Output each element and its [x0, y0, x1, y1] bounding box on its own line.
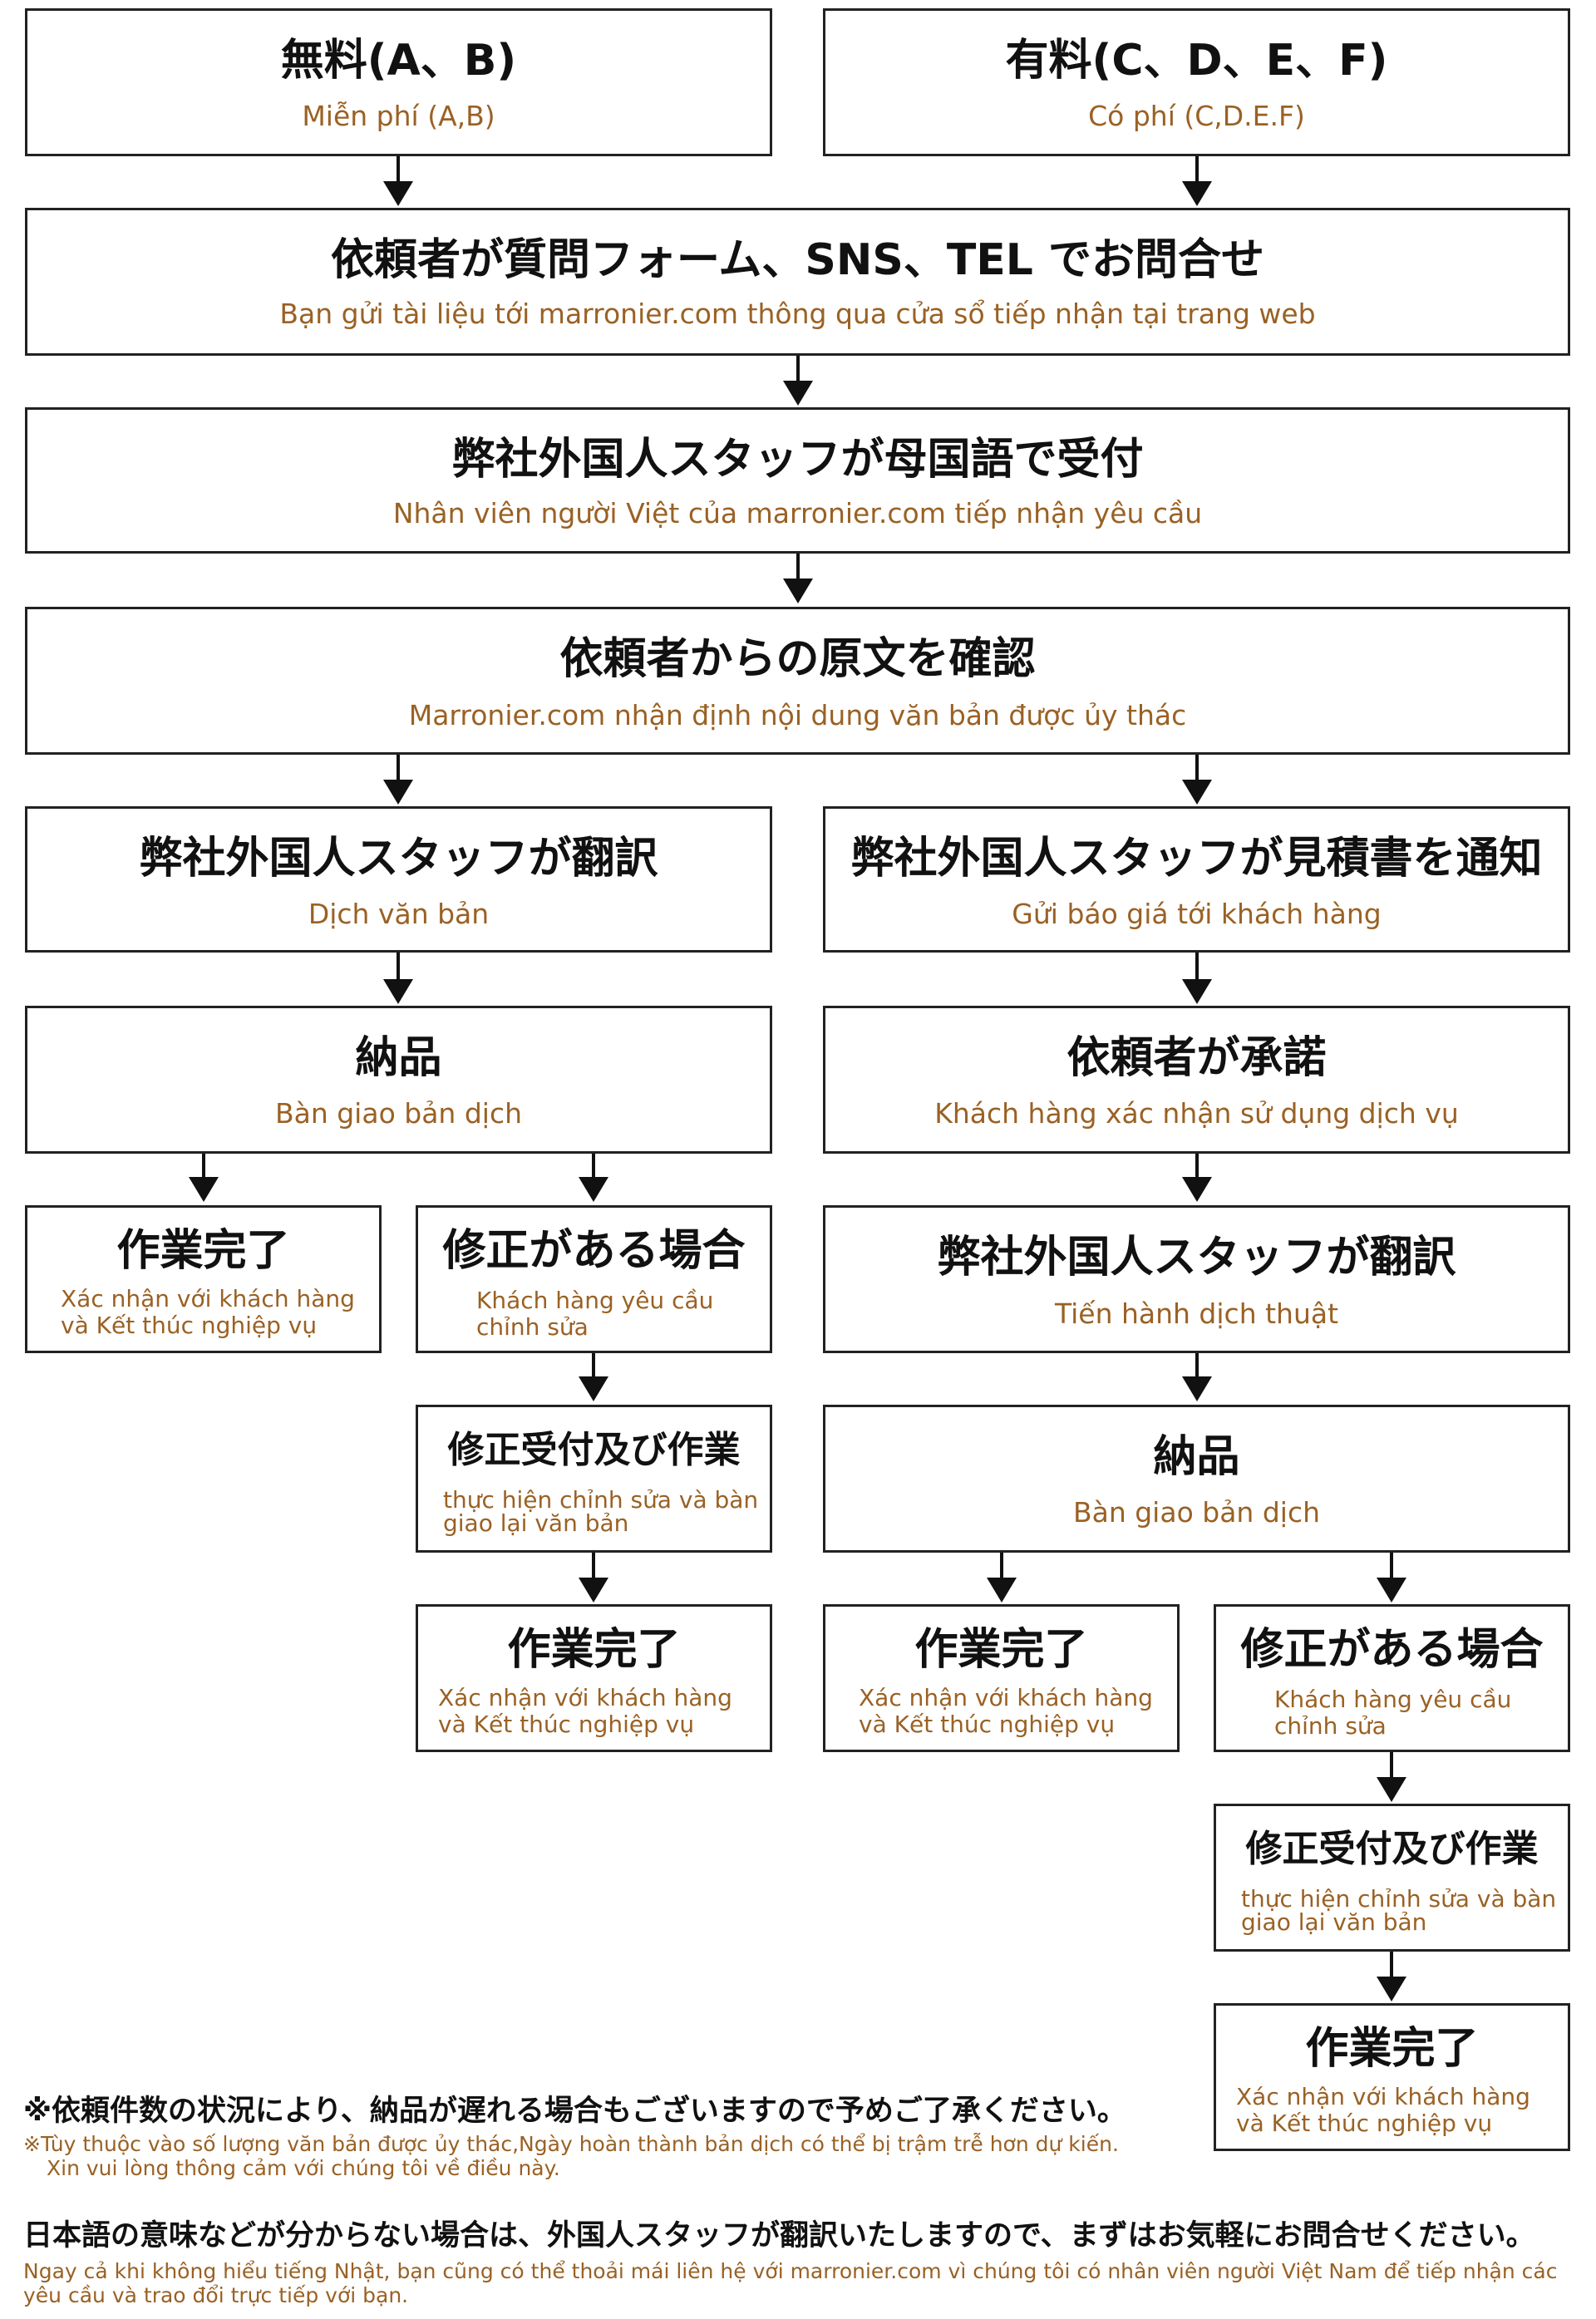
paid-complete-box: 作業完了 Xác nhận với khách hàng và Kết thúc… — [823, 1604, 1180, 1752]
free-revision-work-subtitle-1: thực hiện chỉnh sửa và bàn — [443, 1486, 759, 1514]
arrow-check-to-estimate — [1182, 755, 1212, 805]
arrow-free-revision-to-work — [579, 1353, 608, 1401]
arrow-paid-work-to-complete — [1377, 1952, 1406, 2001]
paid-estimate-title: 弊社外国人スタッフが見積書を通知 — [850, 834, 1543, 884]
delay-note-vi-1: ※Tùy thuộc vào số lượng văn bản được ủy … — [23, 2132, 1119, 2156]
free-revision-work-box: 修正受付及び作業 thực hiện chỉnh sửa và bàn giao… — [416, 1405, 772, 1553]
paid-revision-box: 修正がある場合 Khách hàng yêu cầu chỉnh sửa — [1214, 1604, 1570, 1752]
free-revision-complete-subtitle-2: và Kết thúc nghiệp vụ — [438, 1711, 695, 1738]
paid-revision-work-box: 修正受付及び作業 thực hiện chỉnh sửa và bàn giao… — [1214, 1804, 1570, 1952]
arrow-approval-to-translate — [1182, 1154, 1212, 1202]
paid-translate-box: 弊社外国人スタッフが翻訳 Tiến hành dịch thuật — [823, 1205, 1570, 1353]
paid-revision-title: 修正がある場合 — [1240, 1625, 1544, 1675]
paid-delivery-subtitle: Bàn giao bản dịch — [1072, 1496, 1321, 1529]
paid-approval-subtitle: Khách hàng xác nhận sử dụng dịch vụ — [934, 1097, 1459, 1130]
arrow-paid-to-inquiry — [1182, 155, 1212, 206]
paid-revision-subtitle-2: chỉnh sửa — [1274, 1712, 1387, 1740]
inquiry-title: 依頼者が質問フォーム、SNS、TEL でお問合せ — [330, 235, 1265, 285]
reception-subtitle: Nhân viên người Việt của marronier.com t… — [392, 497, 1203, 529]
inquiry-subtitle: Bạn gửi tài liệu tới marronier.com thông… — [279, 298, 1316, 330]
paid-estimate-subtitle: Gửi báo giá tới khách hàng — [1012, 898, 1382, 930]
free-delivery-title: 納品 — [355, 1033, 442, 1083]
free-header-box: 無料(A、B) Miễn phí (A,B) — [25, 8, 772, 156]
free-revision-subtitle-2: chỉnh sửa — [476, 1313, 589, 1341]
paid-revision-complete-title: 作業完了 — [1305, 2024, 1479, 2074]
inquiry-box: 依頼者が質問フォーム、SNS、TEL でお問合せ Bạn gửi tài liệ… — [25, 208, 1570, 356]
arrow-paid-delivery-to-revision — [1377, 1553, 1406, 1603]
contact-note-vi: Ngay cả khi không hiểu tiếng Nhật, bạn c… — [23, 2259, 1558, 2307]
paid-translate-subtitle: Tiến hành dịch thuật — [1054, 1297, 1339, 1330]
arrow-reception-to-check — [783, 554, 813, 603]
free-translate-subtitle: Dịch văn bản — [308, 898, 490, 930]
contact-note-ja: 日本語の意味などが分からない場合は、外国人スタッフが翻訳いたしますので、まずはお… — [23, 2219, 1535, 2253]
paid-approval-box: 依頼者が承諾 Khách hàng xác nhận sử dụng dịch … — [823, 1006, 1570, 1154]
free-revision-complete-box: 作業完了 Xác nhận với khách hàng và Kết thúc… — [416, 1604, 772, 1752]
paid-estimate-box: 弊社外国人スタッフが見積書を通知 Gửi báo giá tới khách h… — [823, 806, 1570, 953]
arrow-paid-revision-to-work — [1377, 1752, 1406, 1802]
paid-header-title: 有料(C、D、E、F) — [1005, 36, 1388, 86]
delay-note-vi-2: Xin vui lòng thông cảm với chúng tôi về … — [47, 2156, 560, 2180]
paid-approval-title: 依頼者が承諾 — [1066, 1033, 1327, 1083]
free-complete-title: 作業完了 — [116, 1226, 290, 1276]
arrow-free-to-inquiry — [383, 155, 413, 206]
arrow-estimate-to-approval — [1182, 953, 1212, 1004]
arrow-free-translate-to-delivery — [383, 953, 413, 1004]
free-header-title: 無料(A、B) — [280, 36, 517, 86]
check-original-title: 依頼者からの原文を確認 — [559, 634, 1036, 684]
paid-revision-complete-subtitle-1: Xác nhận với khách hàng — [1236, 2083, 1530, 2110]
free-complete-subtitle-1: Xác nhận với khách hàng — [61, 1285, 355, 1312]
reception-title: 弊社外国人スタッフが母国語で受付 — [451, 435, 1144, 485]
paid-delivery-title: 納品 — [1153, 1432, 1240, 1482]
paid-revision-complete-box: 作業完了 Xác nhận với khách hàng và Kết thúc… — [1214, 2003, 1570, 2151]
paid-complete-title: 作業完了 — [914, 1625, 1088, 1675]
paid-revision-subtitle-1: Khách hàng yêu cầu — [1274, 1686, 1512, 1713]
free-revision-complete-subtitle-1: Xác nhận với khách hàng — [438, 1684, 732, 1711]
free-delivery-subtitle: Bàn giao bản dịch — [274, 1097, 523, 1130]
free-revision-title: 修正がある場合 — [442, 1226, 746, 1276]
paid-delivery-box: 納品 Bàn giao bản dịch — [823, 1405, 1570, 1553]
check-original-subtitle: Marronier.com nhận định nội dung văn bản… — [408, 699, 1187, 731]
arrow-free-delivery-to-complete — [189, 1154, 219, 1202]
free-revision-complete-title: 作業完了 — [507, 1625, 681, 1675]
paid-complete-subtitle-1: Xác nhận với khách hàng — [859, 1684, 1153, 1711]
free-complete-box: 作業完了 Xác nhận với khách hàng và Kết thúc… — [25, 1205, 382, 1353]
paid-translate-title: 弊社外国人スタッフが翻訳 — [937, 1233, 1456, 1283]
paid-revision-work-subtitle-2: giao lại văn bản — [1241, 1908, 1427, 1936]
free-header-subtitle: Miễn phí (A,B) — [302, 100, 495, 132]
paid-complete-subtitle-2: và Kết thúc nghiệp vụ — [859, 1711, 1116, 1738]
check-original-box: 依頼者からの原文を確認 Marronier.com nhận định nội … — [25, 607, 1570, 755]
arrow-free-delivery-to-revision — [579, 1154, 608, 1202]
paid-revision-work-subtitle-1: thực hiện chỉnh sửa và bàn — [1241, 1885, 1557, 1913]
free-revision-box: 修正がある場合 Khách hàng yêu cầu chỉnh sửa — [416, 1205, 772, 1353]
paid-header-box: 有料(C、D、E、F) Có phí (C,D.E.F) — [823, 8, 1570, 156]
paid-revision-work-title: 修正受付及び作業 — [1245, 1828, 1539, 1870]
free-translate-box: 弊社外国人スタッフが翻訳 Dịch văn bản — [25, 806, 772, 953]
paid-header-subtitle: Có phí (C,D.E.F) — [1088, 100, 1305, 132]
arrow-paid-delivery-to-complete — [987, 1553, 1017, 1603]
arrow-check-to-free-translate — [383, 755, 413, 805]
free-revision-subtitle-1: Khách hàng yêu cầu — [476, 1287, 714, 1314]
paid-revision-complete-subtitle-2: và Kết thúc nghiệp vụ — [1236, 2110, 1493, 2137]
free-delivery-box: 納品 Bàn giao bản dịch — [25, 1006, 772, 1154]
free-translate-title: 弊社外国人スタッフが翻訳 — [139, 834, 658, 884]
reception-box: 弊社外国人スタッフが母国語で受付 Nhân viên người Việt củ… — [25, 407, 1570, 554]
free-revision-work-subtitle-2: giao lại văn bản — [443, 1509, 629, 1537]
arrow-inquiry-to-reception — [783, 356, 813, 406]
free-complete-subtitle-2: và Kết thúc nghiệp vụ — [61, 1312, 318, 1339]
free-revision-work-title: 修正受付及び作業 — [447, 1429, 741, 1471]
arrow-paid-translate-to-delivery — [1182, 1353, 1212, 1401]
delay-note-ja: ※依頼件数の状況により、納品が遅れる場合もございますので予めご了承ください。 — [23, 2095, 1126, 2128]
arrow-free-work-to-complete — [579, 1553, 608, 1603]
